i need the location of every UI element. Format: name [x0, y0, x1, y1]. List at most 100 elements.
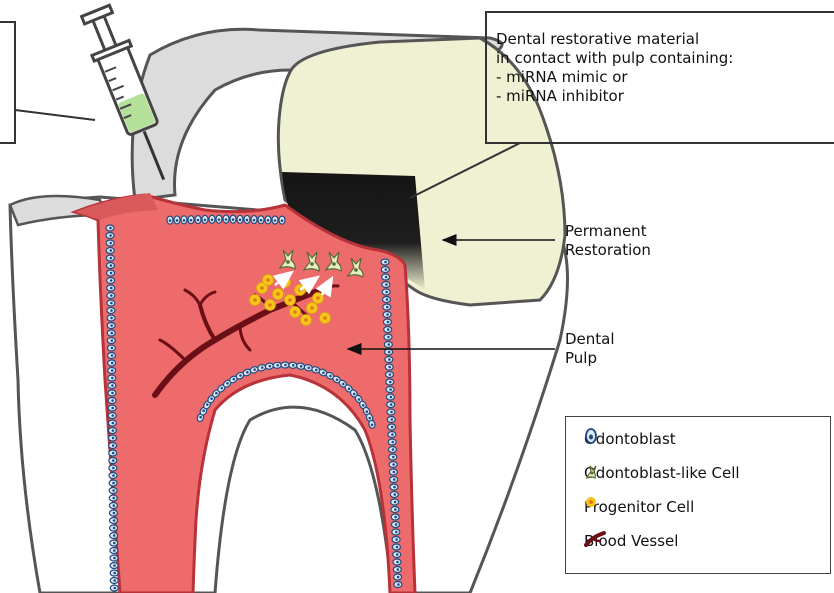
progenitor-nucleus	[260, 286, 264, 290]
odontoblast-cell	[188, 216, 194, 224]
odontoblast-cell	[216, 215, 222, 223]
odontoblast-cell	[108, 383, 116, 389]
odontoblast-cell	[390, 477, 398, 483]
odontoblast-cell	[109, 435, 117, 441]
odontoblast-cell	[110, 525, 118, 531]
odontoblast-cell	[109, 443, 117, 449]
odontoblast-cell	[109, 473, 117, 479]
odontoblast-cell	[109, 458, 117, 464]
odontoblast-cell	[108, 375, 116, 381]
progenitor-cell-icon	[584, 495, 598, 509]
progenitor-nucleus	[276, 292, 280, 296]
odontoblast-cell	[383, 312, 391, 318]
progenitor-nucleus	[288, 298, 292, 302]
odontoblast-cell	[385, 357, 393, 363]
odontoblast-cell	[384, 342, 392, 348]
odontoblast-cell	[265, 216, 271, 224]
odontoblast-cell	[381, 267, 389, 273]
odontoblast-cell	[107, 315, 115, 321]
progenitor-nucleus	[268, 303, 272, 307]
odontoblast-cell	[386, 387, 394, 393]
odontoblast-cell	[387, 402, 395, 408]
restorative-material-label: Dental restorative material in contact w…	[496, 30, 733, 106]
odontoblast-cell	[251, 216, 257, 224]
odontoblast-cell	[106, 225, 114, 231]
odontoblast-cell	[386, 379, 394, 385]
odontoblast-cell	[109, 503, 117, 509]
odontoblast-cell	[106, 255, 114, 261]
odontoblast-cell	[108, 420, 116, 426]
odontoblast-cell	[393, 552, 401, 558]
dental-pulp-line-2: Pulp	[565, 349, 615, 368]
odontoblast-cell	[388, 432, 396, 438]
odontoblast-cell	[281, 362, 289, 368]
odontoblast-cell	[387, 409, 395, 415]
odontoblast-cell	[389, 462, 397, 468]
odontoblast-cell	[273, 362, 281, 369]
odontoblast-cell	[110, 570, 118, 576]
odontoblast-cell	[109, 450, 117, 456]
odontoblast-cell	[258, 216, 264, 224]
odontoblast-cell	[289, 362, 297, 369]
odontoblast-cell	[107, 308, 115, 314]
progenitor-nucleus	[316, 296, 320, 300]
odontoblast-cell	[108, 413, 116, 419]
odontoblast-like-nucleus	[286, 260, 290, 264]
progenitor-nucleus	[310, 306, 314, 310]
odontoblast-cell	[174, 216, 180, 224]
odontoblast-cell	[386, 372, 394, 378]
permanent-restoration-line-2: Restoration	[565, 241, 651, 260]
odontoblast-cell	[391, 514, 399, 520]
odontoblast-cell	[391, 507, 399, 513]
odontoblast-cell	[107, 330, 115, 336]
legend-label-progenitor-cell: Progenitor Cell	[584, 498, 694, 516]
odontoblast-cell	[392, 529, 400, 535]
odontoblast-like-nucleus	[332, 262, 336, 266]
odontoblast-cell	[108, 398, 116, 404]
odontoblast-cell	[110, 555, 118, 561]
odontoblast-cell	[384, 334, 392, 340]
odontoblast-cell	[107, 300, 115, 306]
odontoblast-cell	[108, 405, 116, 411]
odontoblast-like-nucleus	[310, 262, 314, 266]
odontoblast-cell	[110, 585, 118, 591]
callout-left-outline	[0, 22, 15, 143]
odontoblast-cell	[388, 424, 396, 430]
odontoblast-cell	[108, 368, 116, 374]
odontoblast-cell	[109, 495, 117, 501]
odontoblast-cell	[244, 215, 250, 223]
odontoblast-cell	[385, 349, 393, 355]
odontoblast-cell	[202, 215, 208, 223]
odontoblast-cell	[383, 297, 391, 303]
legend-item-progenitor-cell: Progenitor Cell	[584, 495, 694, 519]
odontoblast-cell	[390, 484, 398, 490]
callout-left-pointer	[15, 110, 95, 120]
restorative-material-line-3: - miRNA mimic or	[496, 68, 733, 87]
odontoblast-cell	[387, 417, 395, 423]
odontoblast-cell	[110, 578, 118, 584]
odontoblast-cell	[110, 563, 118, 569]
odontoblast-cell	[195, 216, 201, 224]
odontoblast-cell	[109, 465, 117, 471]
odontoblast-cell	[106, 248, 114, 254]
odontoblast-cell	[209, 215, 215, 223]
progenitor-nucleus	[323, 316, 327, 320]
odontoblast-cell	[389, 469, 397, 475]
odontoblast-cell	[394, 582, 402, 588]
odontoblast-icon	[584, 427, 598, 445]
odontoblast-cell	[108, 353, 116, 359]
odontoblast-cell	[382, 289, 390, 295]
odontoblast-cell	[107, 285, 115, 291]
permanent-restoration-line-1: Permanent	[565, 222, 651, 241]
progenitor-nucleus	[283, 280, 287, 284]
odontoblast-cell	[108, 428, 116, 434]
blood-vessel-icon	[584, 529, 606, 547]
odontoblast-cell	[394, 574, 402, 580]
progenitor-nucleus	[293, 310, 297, 314]
odontoblast-cell	[384, 327, 392, 333]
odontoblast-cell	[110, 518, 118, 524]
legend-item-odontoblast: Odontoblast	[584, 427, 676, 451]
odontoblast-cell	[106, 240, 114, 246]
legend-label-odontoblast-like-cell: Odontoblast-like Cell	[584, 464, 740, 482]
